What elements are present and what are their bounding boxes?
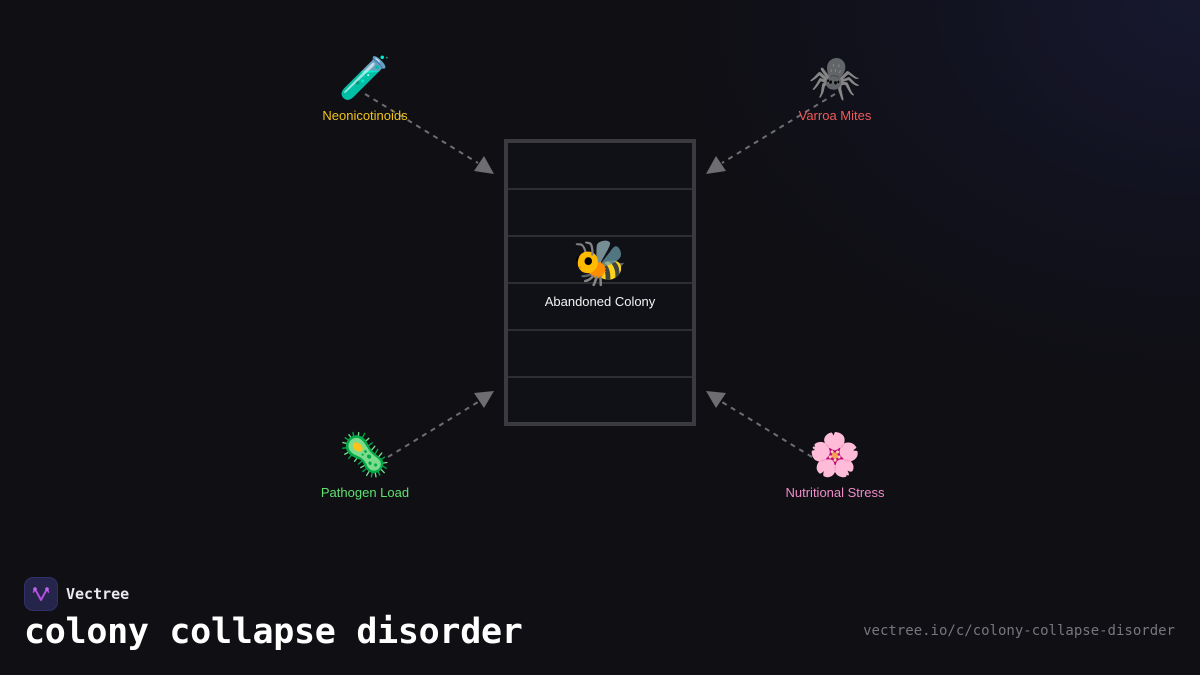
hive-frame-divider [508,188,692,190]
edge-neonicotinoids [364,93,494,174]
cause-label: Neonicotinoids [322,108,408,123]
cause-node-neonicotinoids[interactable]: 🧪 Neonicotinoids [275,54,455,123]
center-node-abandoned-colony[interactable]: 🐝 Abandoned Colony [500,238,700,309]
vectree-logo-icon [24,577,58,611]
cherry-blossom-icon: 🌸 [808,431,862,478]
cause-node-nutritional-stress[interactable]: 🌸 Nutritional Stress [745,431,925,500]
cause-label: Pathogen Load [320,485,410,500]
cause-node-pathogen-load[interactable]: 🦠 Pathogen Load [275,431,455,500]
edge-nutritional-stress [706,391,813,458]
page-title: colony collapse disorder [24,612,523,652]
brand-name: Vectree [66,585,130,603]
microbe-icon: 🦠 [338,431,392,478]
brand[interactable]: Vectree [24,577,129,611]
hive-frame-divider [508,329,692,331]
cause-label: Nutritional Stress [785,485,885,500]
beehive-box [504,139,696,426]
spider-icon: 🕷️ [808,54,862,101]
hive-frame-divider [508,282,692,284]
edge-varroa-mites [706,93,836,174]
center-node-label: Abandoned Colony [544,294,656,309]
edge-pathogen-load [387,391,494,458]
hive-frame-divider [508,376,692,378]
test-tube-icon: 🧪 [338,54,392,101]
hive-frame-divider [508,235,692,237]
cause-node-varroa-mites[interactable]: 🕷️ Varroa Mites [745,54,925,123]
honeybee-icon: 🐝 [572,239,628,288]
cause-label: Varroa Mites [798,108,872,123]
page-url[interactable]: vectree.io/c/colony-collapse-disorder [863,623,1175,639]
